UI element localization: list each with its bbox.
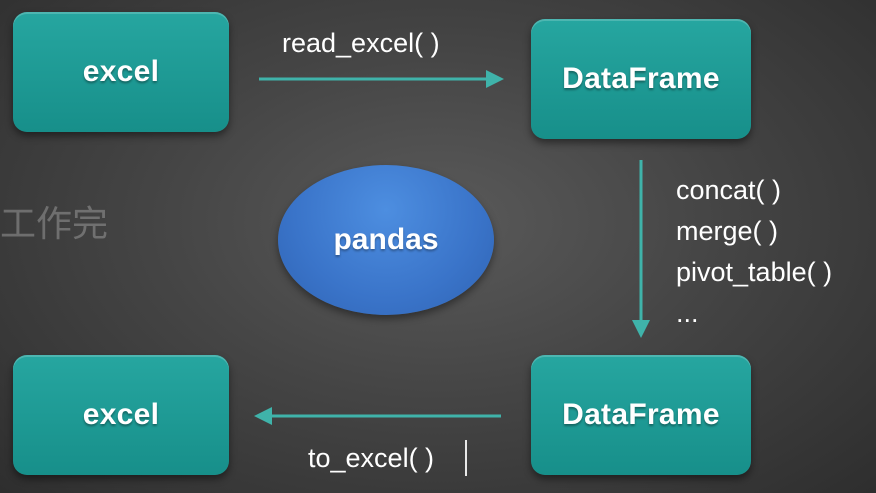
text-cursor bbox=[465, 440, 467, 476]
transform-arrow bbox=[632, 160, 650, 338]
dataframe-input-label: DataFrame bbox=[562, 62, 720, 95]
function-merge: merge( ) bbox=[676, 216, 779, 246]
function-pivot-table: pivot_table( ) bbox=[676, 257, 833, 287]
function-list: concat( ) merge( ) pivot_table( ) ... bbox=[676, 170, 832, 334]
dataframe-input-node: DataFrame bbox=[531, 19, 751, 139]
function-ellipsis: ... bbox=[676, 298, 699, 328]
dataframe-output-label: DataFrame bbox=[562, 398, 720, 431]
pandas-label: pandas bbox=[333, 223, 439, 256]
to-excel-label: to_excel( ) bbox=[308, 443, 435, 473]
dataframe-output-node: DataFrame bbox=[531, 355, 751, 475]
excel-output-node: excel bbox=[13, 355, 229, 475]
background-watermark-text: 工作完 bbox=[0, 204, 109, 245]
function-concat: concat( ) bbox=[676, 175, 782, 205]
excel-source-label: excel bbox=[82, 55, 160, 88]
excel-source-node: excel bbox=[13, 12, 229, 132]
write-arrow bbox=[254, 407, 501, 425]
read-arrow bbox=[259, 70, 504, 88]
excel-output-label: excel bbox=[82, 398, 160, 431]
read-excel-label: read_excel( ) bbox=[282, 28, 440, 58]
pandas-node: pandas bbox=[278, 165, 494, 315]
